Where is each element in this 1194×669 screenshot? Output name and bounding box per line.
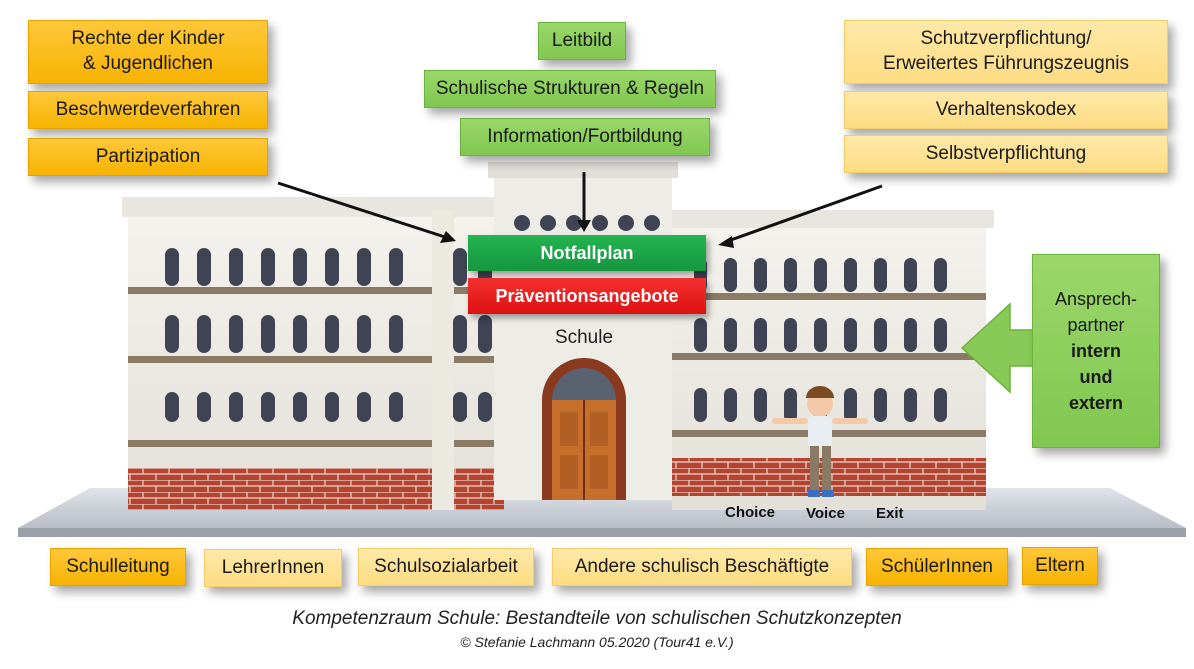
ansprech-line1: Ansprech- — [1054, 288, 1138, 309]
caption-title: Kompetenzraum Schule: Bestandteile von s… — [292, 608, 902, 629]
window — [325, 248, 339, 286]
window — [165, 392, 179, 422]
tower-dot — [540, 215, 556, 231]
window — [754, 318, 767, 352]
window — [874, 318, 887, 352]
box-leitbild: Leitbild — [538, 22, 626, 60]
window — [784, 258, 797, 292]
box-rechte: Rechte der Kinder & Jugendlichen — [28, 20, 268, 84]
window — [844, 258, 857, 292]
tower-dot — [566, 215, 582, 231]
window — [197, 248, 211, 286]
window — [784, 318, 797, 352]
box-beschwerdeverfahren: Beschwerdeverfahren — [28, 91, 268, 129]
window — [904, 388, 917, 422]
tower-dot — [644, 215, 660, 231]
voice-button[interactable]: Voice — [806, 505, 845, 522]
box-strukturen: Schulische Strukturen & Regeln — [424, 70, 716, 108]
window — [389, 392, 403, 422]
window — [389, 248, 403, 286]
window — [724, 388, 737, 422]
box-partizipation: Partizipation — [28, 138, 268, 176]
avatar-figure — [772, 386, 868, 497]
window — [325, 392, 339, 422]
window — [874, 258, 887, 292]
window — [754, 388, 767, 422]
window — [724, 258, 737, 292]
box-andere-beschaeftigte: Andere schulisch Beschäftigte — [552, 548, 852, 586]
banner-praeventionsangebote: Präventionsangebote — [468, 278, 706, 314]
box-ansprechpartner: Ansprech- partner intern und extern — [1032, 254, 1160, 448]
box-schulsozialarbeit: Schulsozialarbeit — [358, 548, 534, 586]
window — [229, 315, 243, 353]
window — [357, 315, 371, 353]
window — [325, 315, 339, 353]
window — [293, 392, 307, 422]
window — [261, 392, 275, 422]
window — [453, 392, 467, 422]
ansprech-line4: und — [1079, 367, 1113, 388]
window — [934, 318, 947, 352]
window — [229, 392, 243, 422]
window — [389, 315, 403, 353]
window — [784, 388, 797, 422]
window — [724, 318, 737, 352]
box-schutzverpflichtung: Schutzverpflichtung/ Erweitertes Führung… — [844, 20, 1168, 84]
ansprech-line2: partner — [1067, 314, 1125, 335]
window — [934, 258, 947, 292]
box-selbstverpflichtung: Selbstverpflichtung — [844, 135, 1168, 173]
window — [814, 318, 827, 352]
box-schulleitung: Schulleitung — [50, 548, 186, 586]
window — [165, 248, 179, 286]
window — [874, 388, 887, 422]
window — [844, 318, 857, 352]
choice-button[interactable]: Choice — [725, 504, 776, 521]
window — [453, 315, 467, 353]
window — [197, 392, 211, 422]
window — [261, 248, 275, 286]
window — [694, 388, 707, 422]
window — [357, 392, 371, 422]
caption-credit: © Stefanie Lachmann 05.2020 (Tour41 e.V.… — [460, 634, 734, 650]
window — [165, 315, 179, 353]
tower-dot — [514, 215, 530, 231]
window — [934, 388, 947, 422]
tower-dot — [592, 215, 608, 231]
ansprech-line3: intern — [1070, 340, 1121, 361]
ansprech-line5: extern — [1068, 393, 1124, 414]
window — [453, 248, 467, 286]
window — [478, 315, 492, 353]
arrow-left — [277, 181, 449, 240]
banner-notfallplan: Notfallplan — [468, 235, 706, 271]
window — [814, 258, 827, 292]
box-lehrerinnen: LehrerInnen — [204, 549, 342, 587]
arrow-right — [727, 184, 883, 243]
window — [694, 318, 707, 352]
window — [478, 392, 492, 422]
window — [844, 388, 857, 422]
window — [261, 315, 275, 353]
window — [197, 315, 211, 353]
window — [754, 258, 767, 292]
window — [229, 248, 243, 286]
box-eltern: Eltern — [1022, 547, 1098, 585]
window — [293, 315, 307, 353]
window — [904, 318, 917, 352]
tower-dot — [618, 215, 634, 231]
window — [357, 248, 371, 286]
box-information: Information/Fortbildung — [460, 118, 710, 156]
box-verhaltenskodex: Verhaltenskodex — [844, 91, 1168, 129]
window — [293, 248, 307, 286]
box-schuelerinnen: SchülerInnen — [866, 548, 1008, 586]
window — [904, 258, 917, 292]
label-schule: Schule — [554, 327, 614, 348]
exit-button[interactable]: Exit — [876, 505, 904, 522]
